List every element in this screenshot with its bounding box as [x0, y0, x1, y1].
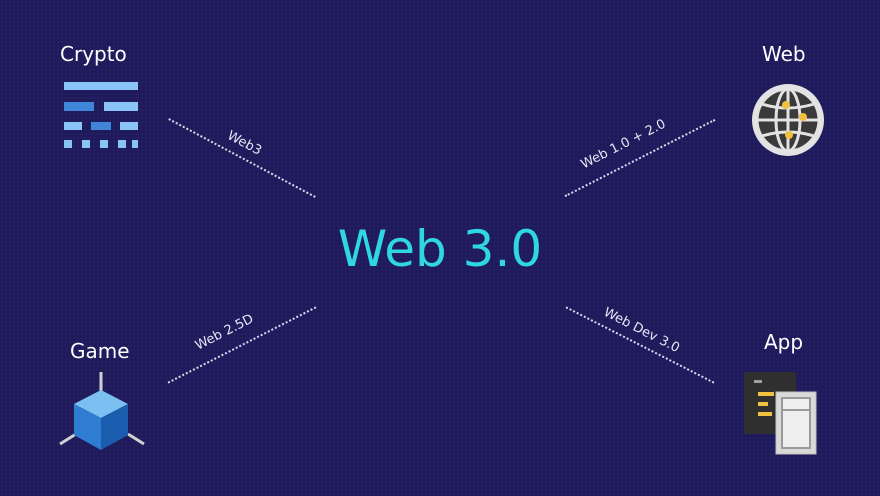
center-title: Web 3.0 — [337, 220, 543, 278]
crypto-blocks-icon — [64, 82, 138, 148]
node-label-game: Game — [70, 339, 130, 363]
cube-3d-icon — [59, 372, 145, 450]
node-label-app: App — [764, 330, 804, 354]
globe-network-icon — [752, 84, 824, 156]
connector-crypto — [168, 118, 316, 198]
edge-label-web: Web 1.0 + 2.0 — [578, 116, 669, 173]
app-window-icon — [744, 372, 817, 455]
connector-app — [565, 306, 715, 384]
node-label-crypto: Crypto — [60, 42, 127, 66]
node-label-web: Web — [762, 42, 806, 66]
edge-label-game: Web 2.5D — [193, 311, 257, 354]
